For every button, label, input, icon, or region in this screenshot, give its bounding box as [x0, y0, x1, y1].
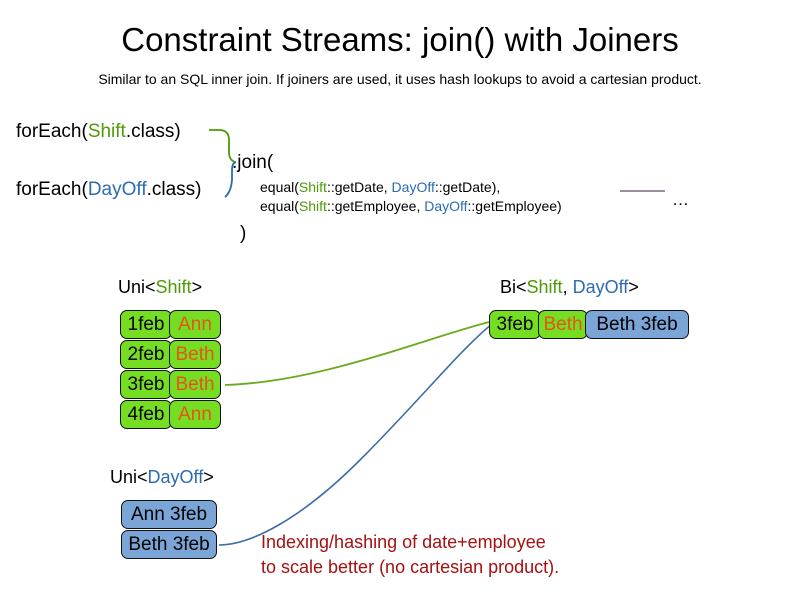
shift-fact-employee: Beth — [169, 340, 221, 369]
table-row: 3feb Beth — [120, 370, 221, 399]
shift-fact-employee: Ann — [169, 400, 221, 429]
uni-shift-label-type: Shift — [155, 277, 192, 297]
code-joiner-equal-date: equal(Shift::getDate, DayOff::getDate), — [260, 178, 500, 197]
joiner-1-suffix: ) — [557, 198, 562, 214]
joiner-1-right-type: DayOff — [424, 198, 468, 214]
page-subtitle: Similar to an SQL inner join. If joiners… — [98, 71, 702, 87]
shift-fact-date: 1feb — [120, 310, 172, 339]
table-row: 2feb Beth — [120, 340, 221, 369]
connector-shift-fact-to-bi — [224, 321, 490, 386]
uni-dayoff-label-type: DayOff — [147, 467, 204, 487]
annotation-line-2: to scale better (no cartesian product). — [261, 557, 560, 577]
annotation-line-1: Indexing/hashing of date+employee — [261, 532, 546, 552]
dayoff-fact-pair: Ann 3feb — [121, 500, 217, 529]
annotation-note: Indexing/hashing of date+employee to sca… — [261, 530, 559, 580]
uni-shift-label-suffix: > — [191, 277, 203, 297]
foreach-dayoff-prefix: forEach( — [16, 179, 88, 200]
uni-dayoff-label-suffix: > — [203, 467, 214, 487]
bi-label-suffix: > — [628, 277, 639, 297]
shift-fact-date: 4feb — [120, 400, 172, 429]
joiner-0-left-method: ::getDate — [326, 179, 384, 195]
bi-fact-dayoff-pair: Beth 3feb — [585, 310, 689, 339]
joiner-0-suffix: ), — [491, 179, 501, 195]
foreach-dayoff-type: DayOff — [87, 179, 147, 200]
label-uni-dayoff: Uni<DayOff> — [110, 466, 214, 488]
page-title: Constraint Streams: join() with Joiners — [121, 21, 679, 58]
joiner-1-separator: , — [416, 198, 425, 214]
joiner-0-left-type: Shift — [298, 179, 327, 195]
code-join-open: .join( — [232, 152, 274, 173]
joiner-1-right-method: ::getEmployee — [467, 198, 558, 214]
shift-fact-employee: Ann — [169, 310, 221, 339]
foreach-shift-type: Shift — [87, 121, 126, 142]
table-row: 4feb Ann — [120, 400, 221, 429]
joiner-0-right-type: DayOff — [391, 179, 435, 195]
bi-label-type-a: Shift — [526, 277, 563, 297]
shift-fact-employee: Beth — [169, 370, 221, 399]
bi-label-type-b: DayOff — [572, 277, 629, 297]
code-join-close: ) — [240, 223, 247, 244]
bi-fact-date: 3feb — [489, 310, 541, 339]
shift-fact-date: 3feb — [120, 370, 172, 399]
code-foreach-shift: forEach(Shift.class) — [16, 120, 181, 144]
joiner-0-separator: , — [383, 179, 392, 195]
code-foreach-dayoff: forEach(DayOff.class) — [16, 178, 202, 202]
shift-fact-date: 2feb — [120, 340, 172, 369]
dayoff-fact-pair: Beth 3feb — [121, 530, 217, 559]
list-item: Ann 3feb — [121, 500, 217, 529]
uni-shift-label-prefix: Uni< — [118, 277, 156, 297]
uni-dayoff-label-prefix: Uni< — [110, 467, 148, 487]
bi-label-prefix: Bi< — [500, 277, 527, 297]
code-joiner-equal-employee: equal(Shift::getEmployee, DayOff::getEmp… — [260, 197, 562, 216]
connector-dayoff-fact-to-bi — [218, 323, 493, 546]
bi-label-separator: , — [562, 277, 573, 297]
bi-fact-employee: Beth — [538, 310, 588, 339]
joiner-1-left-type: Shift — [298, 198, 327, 214]
table-row: 3feb Beth Beth 3feb — [489, 310, 689, 339]
continuation-ellipsis: … — [672, 190, 689, 209]
foreach-shift-suffix: .class) — [125, 121, 181, 142]
joiner-1-left-method: ::getEmployee — [326, 198, 417, 214]
foreach-shift-prefix: forEach( — [16, 121, 88, 142]
table-row: 1feb Ann — [120, 310, 221, 339]
joiner-0-right-method: ::getDate — [434, 179, 492, 195]
foreach-dayoff-suffix: .class) — [146, 179, 202, 200]
joiner-1-prefix: equal( — [260, 198, 299, 214]
label-bi-shift-dayoff: Bi<Shift, DayOff> — [500, 276, 639, 298]
label-uni-shift: Uni<Shift> — [118, 276, 202, 298]
list-item: Beth 3feb — [121, 530, 217, 559]
joiner-0-prefix: equal( — [260, 179, 299, 195]
